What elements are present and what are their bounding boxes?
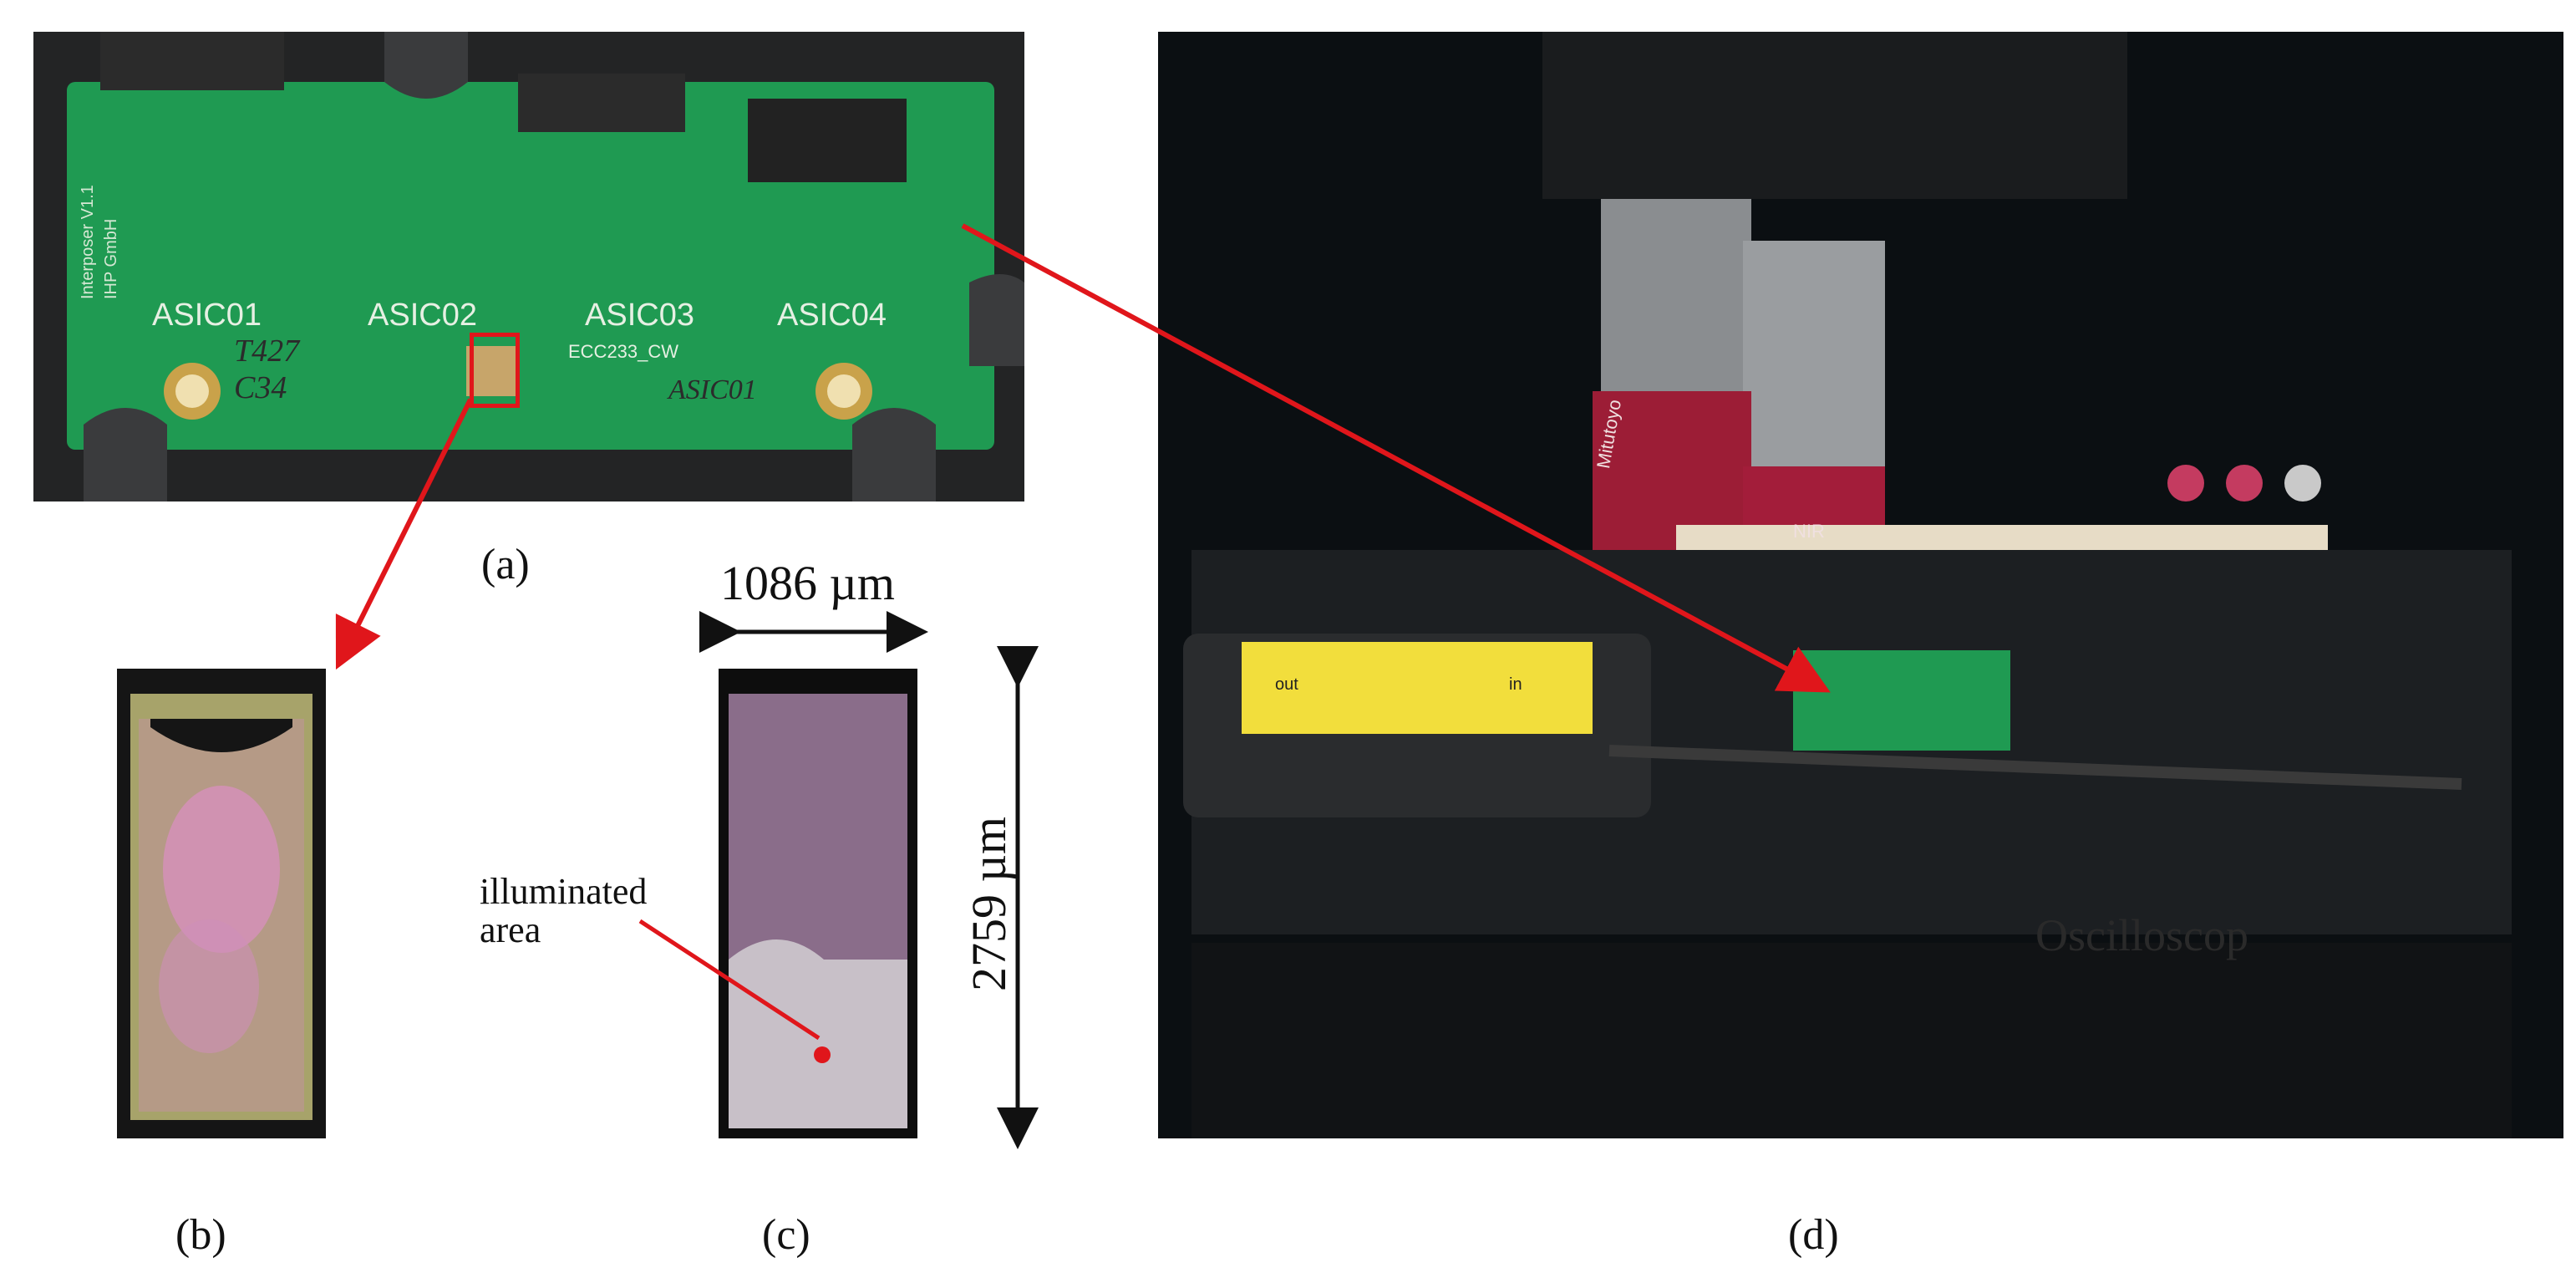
chip-b-illustration [117, 669, 326, 1138]
device-port-out: out [1275, 675, 1298, 694]
objective-label-text: NIR [1793, 521, 1825, 542]
asic-label: ASIC04 [777, 298, 887, 333]
chip-highlight-box [470, 333, 520, 408]
asic-label: ASIC01 [152, 298, 262, 333]
chip-code-text: ECC233_CW [568, 341, 679, 362]
chip-schematic [719, 669, 917, 1138]
panel-label-c: (c) [762, 1211, 810, 1259]
asic-label: ASIC03 [585, 298, 694, 333]
chip-height-label: 2759 µm [962, 816, 1016, 991]
oscilloscope-label: Oscilloscop [2035, 910, 2248, 960]
chip-width-label: 1086 µm [720, 556, 896, 610]
handwritten-note: T427 [234, 333, 300, 369]
panel-label-b: (b) [175, 1211, 226, 1259]
chip-photo [117, 669, 326, 1138]
handwritten-note: C34 [234, 370, 287, 405]
asic-label-row: ASIC01 ASIC02 ASIC03 ASIC04 [152, 298, 988, 348]
illuminated-area-label: illuminated area [480, 871, 648, 951]
asic-label: ASIC02 [368, 298, 477, 333]
pcb-illustration [33, 32, 1024, 501]
setup-illustration [1158, 32, 2563, 1138]
board-maker-text: IHP GmbH [102, 218, 120, 299]
setup-photo: Oscilloscop Mitutoyo NIR out in [1158, 32, 2563, 1138]
panel-label-d: (d) [1788, 1211, 1839, 1259]
device-port-in: in [1509, 675, 1522, 694]
handwritten-note: ASIC01 [668, 374, 757, 405]
panel-label-a: (a) [481, 541, 530, 588]
pcb-photo: ASIC01 ASIC02 ASIC03 ASIC04 Interposer V… [33, 32, 1024, 501]
chip-c-illustration [719, 669, 917, 1138]
